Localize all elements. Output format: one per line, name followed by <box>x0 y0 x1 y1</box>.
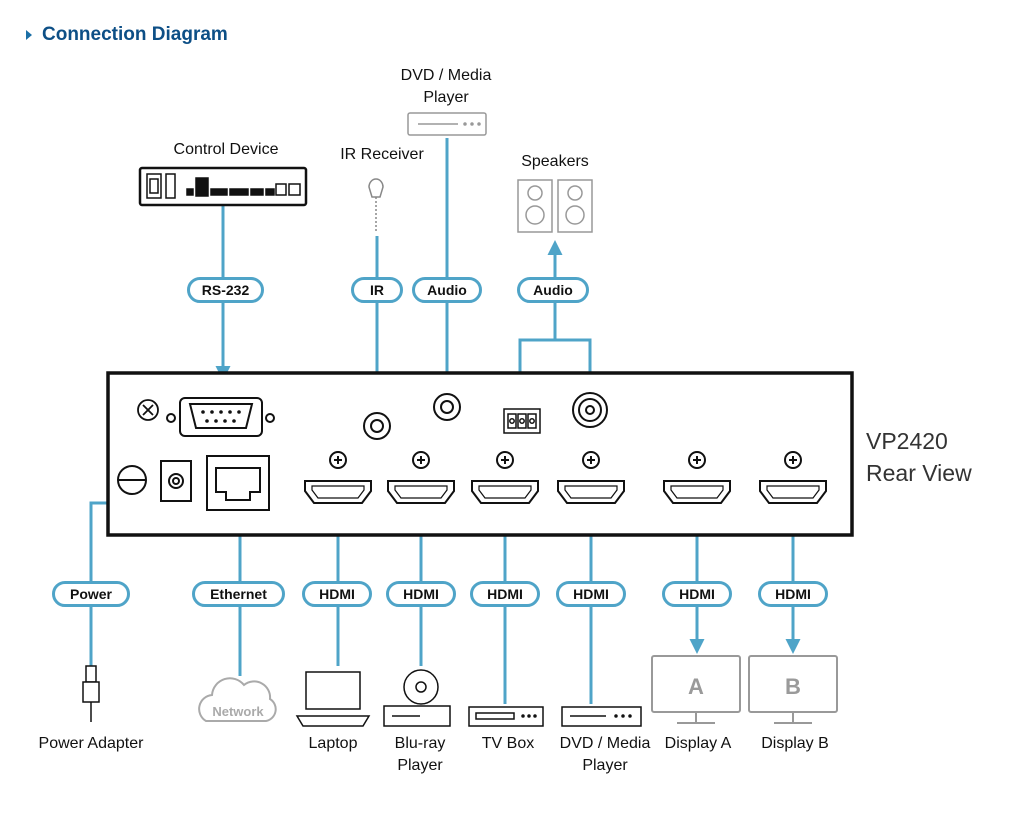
hdmi-in-4-port <box>557 451 625 504</box>
ir-receiver-label: IR Receiver <box>340 146 424 163</box>
page-title: Connection Diagram <box>42 24 228 45</box>
display-a-label: Display A <box>664 735 732 752</box>
bluray-label-line1: Blu-ray <box>394 735 446 752</box>
hdmi-out-b-port <box>759 451 827 504</box>
network-label: Network <box>212 704 264 719</box>
hdmi-bluray-label: HDMI <box>386 581 456 607</box>
vp2420-rear-panel <box>106 371 854 537</box>
caret-right-icon <box>26 30 32 40</box>
hdmi-dvd-label: HDMI <box>556 581 626 607</box>
device-model: VP2420 <box>866 428 948 454</box>
control-device-icon <box>138 166 308 207</box>
rs232-cable-label: RS-232 <box>187 277 264 303</box>
network-cloud-icon <box>198 677 277 722</box>
display-a-letter: A <box>688 674 704 699</box>
dvd-bottom-label-line2: Player <box>582 757 628 774</box>
dvd-top-label-line2: Player <box>423 89 469 106</box>
audio-in-cable-label: Audio <box>412 277 482 303</box>
display-b-label: Display B <box>761 735 829 752</box>
ir-jack <box>363 412 391 440</box>
bluray-player-icon <box>383 669 451 727</box>
hdmi-out-a-port <box>663 451 731 504</box>
dvd-player-top-icon <box>407 112 487 136</box>
audio-in-jack <box>433 393 461 421</box>
dvd-player-bottom-icon <box>561 706 642 727</box>
bluray-label-line2: Player <box>397 757 443 774</box>
audio-terminal-block <box>503 408 541 434</box>
hdmi-in-3-port <box>471 451 539 504</box>
display-b-letter: B <box>785 674 801 699</box>
ethernet-port <box>206 455 270 511</box>
tv-box-label: TV Box <box>481 735 535 752</box>
ethernet-cable-label: Ethernet <box>192 581 285 607</box>
device-model-label: VP2420 Rear View <box>866 425 972 489</box>
audio-out-cable-label: Audio <box>517 277 589 303</box>
dvd-bottom-label-line1: DVD / Media <box>559 735 651 752</box>
control-device-label: Control Device <box>173 141 279 158</box>
speakers-label: Speakers <box>521 153 589 170</box>
hdmi-out-a-label: HDMI <box>662 581 732 607</box>
hdmi-laptop-label: HDMI <box>302 581 372 607</box>
hdmi-tvbox-label: HDMI <box>470 581 540 607</box>
hdmi-in-2-port <box>387 451 455 504</box>
laptop-icon <box>295 671 371 727</box>
rs232-port <box>166 397 275 437</box>
display-b-icon <box>748 655 838 724</box>
power-adapter-label: Power Adapter <box>38 735 144 752</box>
dvd-top-label-line1: DVD / Media <box>400 67 492 84</box>
hdmi-in-1-port <box>304 451 372 504</box>
power-cable-label: Power <box>52 581 130 607</box>
section-header: Connection Diagram <box>26 24 228 46</box>
ir-receiver-icon <box>368 178 384 232</box>
tv-box-icon <box>468 706 544 727</box>
ir-cable-label: IR <box>351 277 403 303</box>
device-view: Rear View <box>866 460 972 486</box>
audio-rca-jack <box>572 392 608 428</box>
laptop-label: Laptop <box>308 735 358 752</box>
speakers-icon <box>517 179 593 233</box>
power-adapter-icon <box>82 665 100 722</box>
hdmi-out-b-label: HDMI <box>758 581 828 607</box>
display-a-icon <box>651 655 741 724</box>
